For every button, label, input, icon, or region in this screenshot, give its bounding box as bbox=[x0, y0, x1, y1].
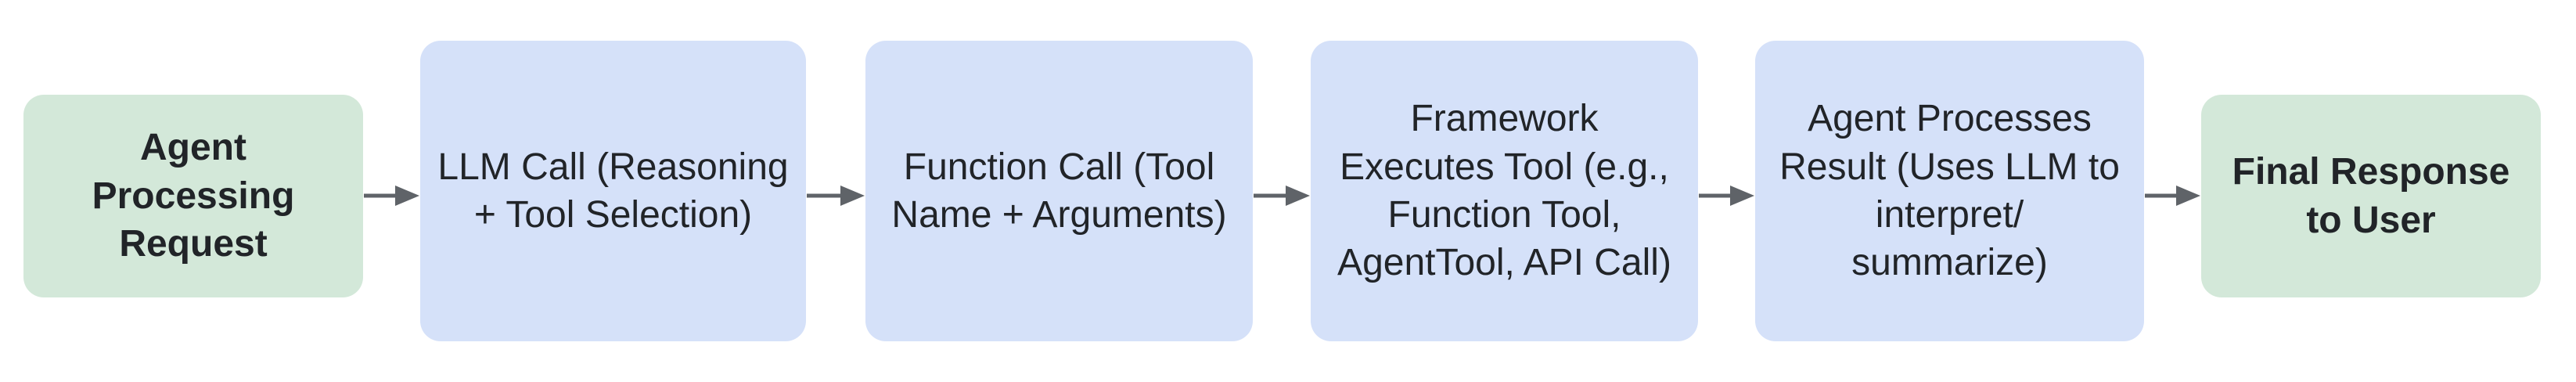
arrow-right-icon bbox=[2145, 186, 2200, 206]
node-agent-processing-request: Agent Processing Request bbox=[23, 95, 363, 297]
node-llm-call: LLM Call (Reasoning + Tool Selection) bbox=[420, 41, 806, 341]
arrow-right-icon bbox=[1699, 186, 1754, 206]
node-framework-executes-tool: Framework Executes Tool (e.g., Function … bbox=[1311, 41, 1698, 341]
node-agent-processes-result: Agent Processes Result (Uses LLM to inte… bbox=[1755, 41, 2144, 341]
node-function-call: Function Call (Tool Name + Arguments) bbox=[865, 41, 1253, 341]
arrow-right-icon bbox=[807, 186, 865, 206]
node-final-response-to-user: Final Response to User bbox=[2201, 95, 2541, 297]
arrow-right-icon bbox=[364, 186, 419, 206]
arrow-right-icon bbox=[1254, 186, 1310, 206]
